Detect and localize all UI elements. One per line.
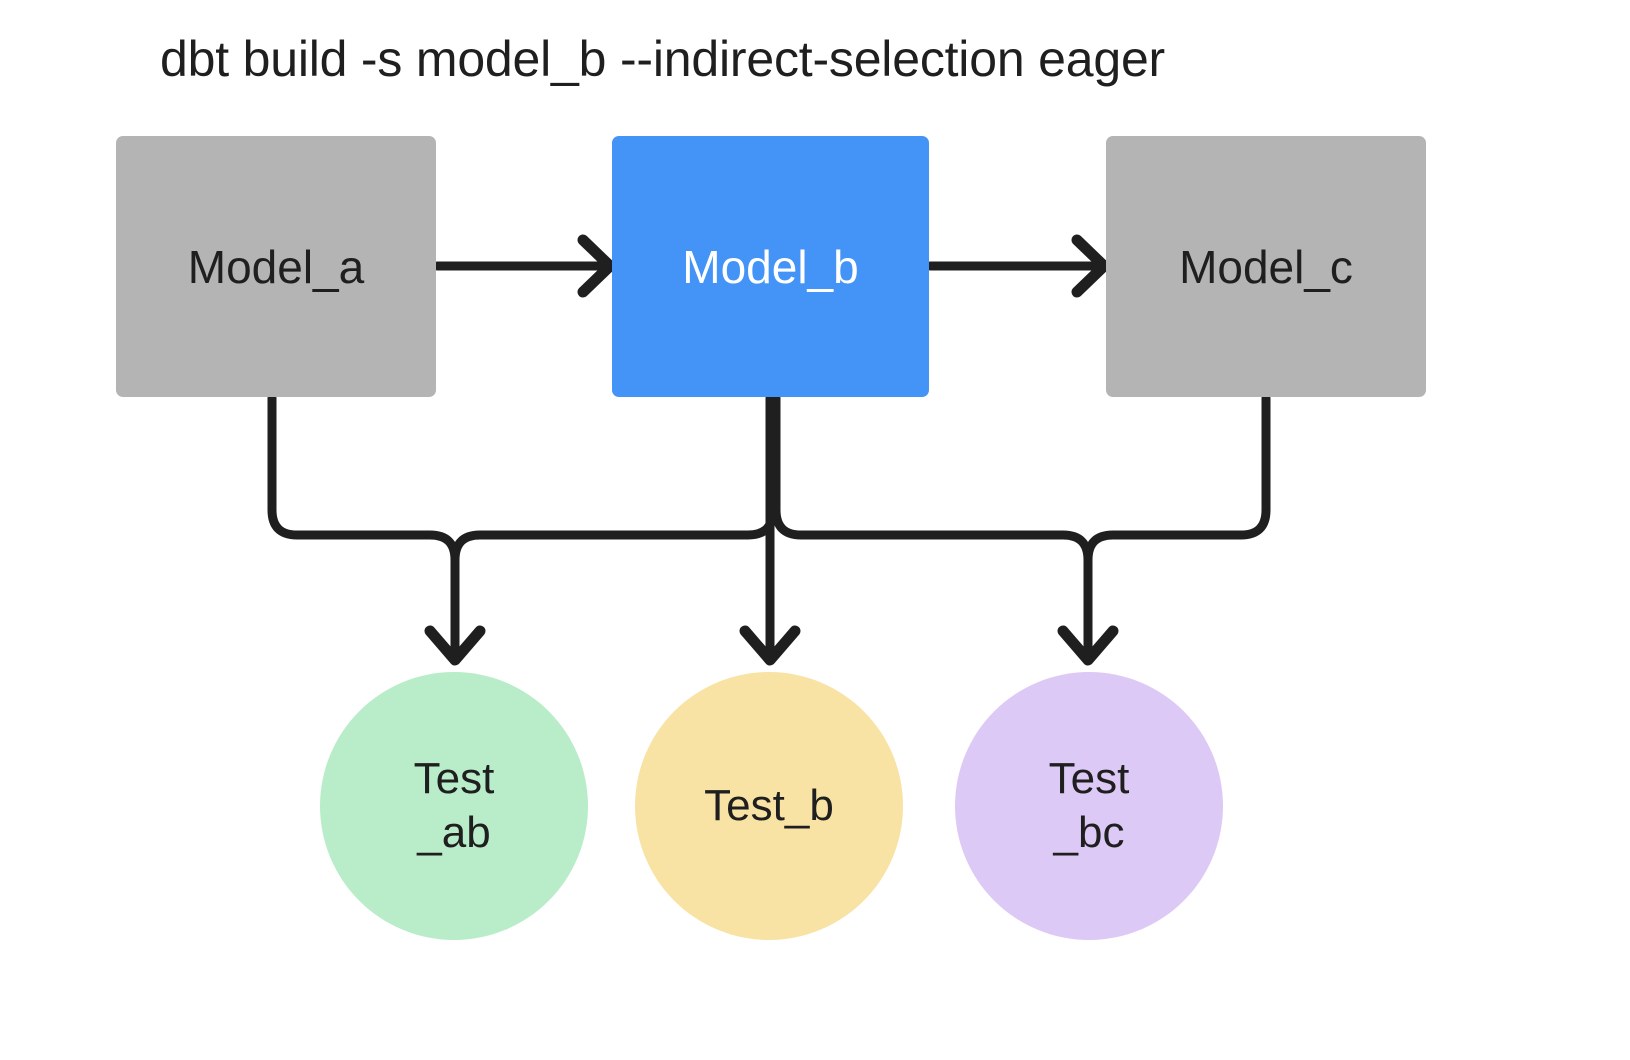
node-model-c[interactable]: Model_c xyxy=(1106,136,1426,397)
node-model-a-label: Model_a xyxy=(187,240,365,293)
diagram-title: dbt build -s model_b --indirect-selectio… xyxy=(160,31,1166,87)
node-test-b[interactable]: Test_b xyxy=(635,672,903,940)
arrowhead-test-bc xyxy=(1057,625,1119,666)
node-test-bc-label-line2: _bc xyxy=(1053,808,1125,857)
arrowhead-test-ab xyxy=(424,625,486,666)
edge-model-a-to-model-b xyxy=(432,234,616,298)
edge-model-c-to-test-bc xyxy=(1083,393,1271,655)
edge-model-b-to-test-bc xyxy=(771,393,1093,655)
node-test-bc[interactable]: Test _bc xyxy=(955,672,1223,940)
arrowhead-test-b xyxy=(739,625,801,666)
node-test-ab[interactable]: Test _ab xyxy=(320,672,588,940)
node-test-ab-label-line1: Test xyxy=(413,754,495,804)
node-test-b-label-line1: Test_b xyxy=(704,781,834,831)
node-model-b[interactable]: Model_b xyxy=(612,136,929,397)
edge-model-b-to-test-ab xyxy=(450,393,778,655)
edge-model-a-to-test-ab xyxy=(267,393,460,655)
node-model-c-label: Model_c xyxy=(1179,240,1353,293)
node-test-ab-label-line2: _ab xyxy=(417,808,491,857)
node-model-b-label: Model_b xyxy=(682,240,859,293)
node-model-a[interactable]: Model_a xyxy=(116,136,436,397)
node-test-bc-label-line1: Test xyxy=(1048,754,1130,804)
edge-model-b-to-model-c xyxy=(925,234,1110,298)
